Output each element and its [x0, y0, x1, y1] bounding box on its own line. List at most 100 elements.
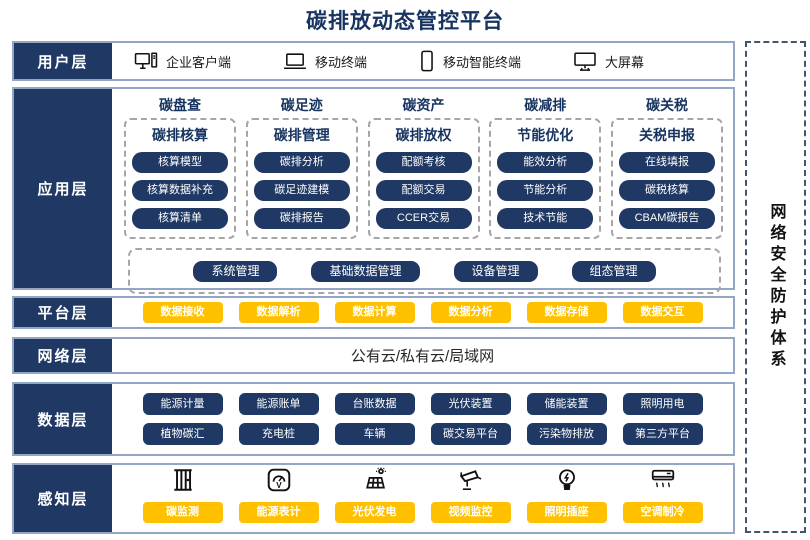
app-column-header: 碳足迹 [280, 97, 323, 113]
perception-label-button[interactable]: 视频监控 [430, 502, 511, 523]
data-source-button[interactable]: 污染物排放 [526, 423, 607, 445]
user-terminal-big-screen: 大屏幕 [573, 51, 644, 71]
security-panel-label: 网络安全防护体系 [767, 203, 785, 371]
big-screen-icon [573, 51, 597, 71]
air-conditioner-icon [650, 464, 676, 496]
app-function-button[interactable]: 碳排分析 [253, 152, 350, 173]
app-management-button[interactable]: 组态管理 [571, 260, 656, 282]
app-function-button[interactable]: 在线填报 [619, 152, 715, 173]
app-function-button[interactable]: 核算清单 [132, 208, 228, 229]
smartphone-icon [419, 50, 435, 72]
app-common-management-box: 系统管理 基础数据管理 设备管理 组态管理 [128, 248, 721, 294]
app-column-subheader: 节能优化 [517, 127, 574, 143]
layer-user: 用户层 企业客户端 [12, 41, 735, 81]
layer-label-user: 用户层 [14, 43, 112, 79]
app-function-button[interactable]: 配额交易 [375, 180, 472, 201]
user-terminal-enterprise: 企业客户端 [134, 51, 231, 71]
perception-label-button[interactable]: 空调制冷 [622, 502, 703, 523]
energy-meter-icon: V [266, 464, 292, 496]
desktop-client-icon [134, 51, 158, 71]
app-column-box: 关税申报 在线填报 碳税核算 CBAM碳报告 [611, 118, 723, 239]
layer-network: 网络层 公有云/私有云/局域网 [12, 337, 735, 374]
app-column-box: 节能优化 能效分析 节能分析 技术节能 [489, 118, 602, 239]
data-source-button[interactable]: 植物碳汇 [142, 423, 223, 445]
app-column-carbon-footprint: 碳足迹 碳排管理 碳排分析 碳足迹建模 碳排报告 [245, 95, 358, 239]
data-source-button[interactable]: 车辆 [334, 423, 415, 445]
app-column-header: 碳关税 [646, 97, 688, 113]
app-function-button[interactable]: 配额考核 [375, 152, 472, 173]
data-source-button[interactable]: 光伏装置 [430, 393, 511, 415]
layer-label-network: 网络层 [14, 339, 112, 372]
layer-application: 应用层 碳盘查 碳排核算 核算模型 核算数据补充 核算清单 碳足迹 [12, 87, 735, 294]
app-function-button[interactable]: 核算模型 [132, 152, 228, 173]
security-panel: 网络安全防护体系 [745, 41, 806, 533]
layer-perception: 感知层 碳监测 [12, 463, 735, 534]
app-management-button[interactable]: 基础数据管理 [311, 260, 420, 282]
app-column-header: 碳资产 [402, 97, 445, 113]
app-column-carbon-tariff: 碳关税 关税申报 在线填报 碳税核算 CBAM碳报告 [611, 95, 723, 239]
laptop-icon [283, 51, 307, 71]
data-layer-content: 能源计量 能源账单 台账数据 光伏装置 储能装置 照明用电 植物碳汇 充电桩 车… [112, 384, 733, 454]
application-layer-content: 碳盘查 碳排核算 核算模型 核算数据补充 核算清单 碳足迹 碳排管理 碳排分析 [112, 89, 733, 294]
app-function-button[interactable]: 碳排报告 [253, 208, 350, 229]
data-source-button[interactable]: 充电桩 [238, 423, 319, 445]
layer-label-application: 应用层 [14, 89, 112, 288]
app-management-button[interactable]: 设备管理 [453, 260, 538, 282]
app-function-button[interactable]: CBAM碳报告 [619, 208, 715, 229]
app-column-subheader: 关税申报 [639, 127, 695, 143]
user-terminal-label: 移动终端 [315, 54, 368, 70]
app-function-button[interactable]: 碳足迹建模 [253, 180, 350, 201]
data-source-button[interactable]: 能源账单 [238, 393, 319, 415]
app-function-button[interactable]: 核算数据补充 [132, 180, 228, 201]
app-function-button[interactable]: 技术节能 [497, 208, 594, 229]
platform-service-button[interactable]: 数据交互 [622, 302, 703, 323]
platform-service-button[interactable]: 数据分析 [430, 302, 511, 323]
perception-item-ac: 空调制冷 [622, 464, 703, 523]
app-column-carbon-asset: 碳资产 碳排放权 配额考核 配额交易 CCER交易 [367, 95, 480, 239]
data-source-button[interactable]: 碳交易平台 [430, 423, 511, 445]
data-source-button[interactable]: 台账数据 [334, 393, 415, 415]
app-function-button[interactable]: CCER交易 [375, 208, 472, 229]
perception-label-button[interactable]: 光伏发电 [334, 502, 415, 523]
layer-label-perception: 感知层 [14, 465, 112, 532]
perception-label-button[interactable]: 照明插座 [526, 502, 607, 523]
app-column-carbon-inventory: 碳盘查 碳排核算 核算模型 核算数据补充 核算清单 [124, 95, 236, 239]
user-terminal-label: 移动智能终端 [443, 54, 522, 70]
app-column-carbon-reduction: 碳减排 节能优化 能效分析 节能分析 技术节能 [489, 95, 602, 239]
platform-service-button[interactable]: 数据计算 [334, 302, 415, 323]
layer-platform: 平台层 数据接收 数据解析 数据计算 数据分析 数据存储 数据交互 [12, 296, 735, 329]
app-column-subheader: 碳排核算 [152, 127, 208, 143]
network-cloud-text: 公有云/私有云/局域网 [350, 348, 495, 365]
app-function-button[interactable]: 能效分析 [497, 152, 594, 173]
app-function-button[interactable]: 节能分析 [497, 180, 594, 201]
user-terminal-label: 企业客户端 [166, 54, 232, 70]
lightbulb-icon [554, 464, 580, 496]
data-source-button[interactable]: 照明用电 [622, 393, 703, 415]
user-terminal-label: 大屏幕 [605, 54, 645, 70]
layer-stack: 用户层 企业客户端 [12, 41, 735, 534]
perception-item-solar: 光伏发电 [334, 464, 415, 523]
data-source-button[interactable]: 能源计量 [142, 393, 223, 415]
app-column-subheader: 碳排管理 [273, 127, 330, 143]
solar-panel-icon [362, 464, 388, 496]
app-management-button[interactable]: 系统管理 [193, 260, 278, 282]
platform-service-button[interactable]: 数据解析 [238, 302, 319, 323]
user-layer-content: 企业客户端 移动终端 移动智能终端 [112, 43, 733, 79]
app-function-button[interactable]: 碳税核算 [619, 180, 715, 201]
data-source-button[interactable]: 第三方平台 [622, 423, 703, 445]
perception-label-button[interactable]: 碳监测 [142, 502, 223, 523]
layer-data: 数据层 能源计量 能源账单 台账数据 光伏装置 储能装置 照明用电 植物碳汇 充… [12, 382, 735, 456]
page-title: 碳排放动态管控平台 [306, 10, 504, 33]
app-column-header: 碳盘查 [159, 97, 201, 113]
perception-label-button[interactable]: 能源表计 [238, 502, 319, 523]
network-layer-content: 公有云/私有云/局域网 [112, 339, 733, 372]
platform-service-button[interactable]: 数据接收 [142, 302, 223, 323]
layer-label-data: 数据层 [14, 384, 112, 454]
data-source-button[interactable]: 储能装置 [526, 393, 607, 415]
user-terminal-mobile: 移动终端 [283, 51, 367, 71]
carbon-monitor-icon [170, 464, 196, 496]
platform-service-button[interactable]: 数据存储 [526, 302, 607, 323]
perception-item-carbon-monitor: 碳监测 [142, 464, 223, 523]
app-column-box: 碳排放权 配额考核 配额交易 CCER交易 [367, 118, 480, 239]
perception-item-cctv: 视频监控 [430, 464, 511, 523]
